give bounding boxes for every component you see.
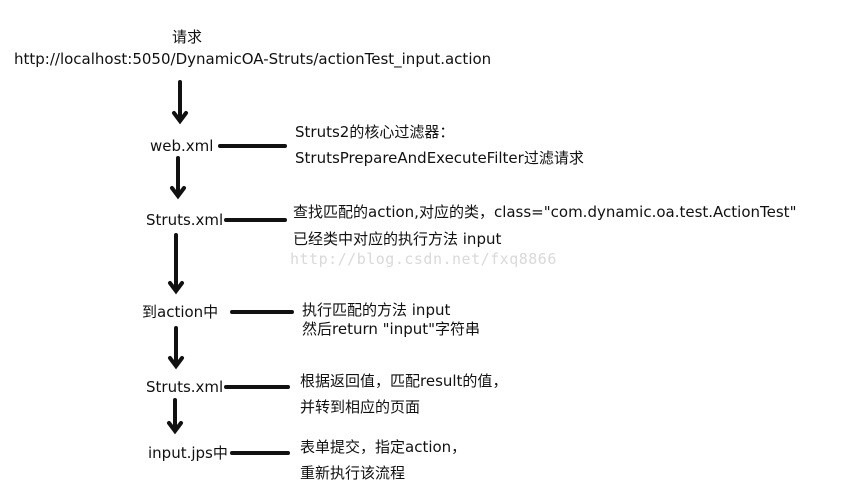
step-5-desc-line-2: 重新执行该流程 (300, 464, 406, 482)
node-struts-xml: Struts.xml (146, 211, 224, 229)
request-label: 请求 (172, 28, 203, 46)
request-url: http://localhost:5050/DynamicOA-Struts/a… (14, 50, 492, 68)
step-3-desc-line-2: 然后return "input"字符串 (302, 320, 481, 338)
step-1-desc-line-2: StrutsPrepareAndExecuteFilter过滤请求 (295, 149, 584, 167)
step-3-desc-line-1: 执行匹配的方法 input (302, 301, 451, 319)
down-arrow-1 (172, 80, 188, 125)
step-2-desc-line-2: 已经类中对应的执行方法 input (293, 230, 502, 248)
down-arrow-5 (167, 398, 183, 435)
step-4-desc-line-1: 根据返回值，匹配result的值， (300, 372, 508, 390)
node-input-jsp: input.jps中 (148, 444, 228, 462)
watermark: http://blog.csdn.net/fxq8866 (290, 250, 557, 268)
node-action: 到action中 (142, 303, 219, 321)
step-2-desc-line-1: 查找匹配的action,对应的类，class="com.dynamic.oa.t… (293, 203, 797, 221)
down-arrow-2 (170, 156, 186, 200)
down-arrow-4 (168, 326, 184, 370)
step-1-desc-line-1: Struts2的核心过滤器： (295, 123, 455, 141)
step-5-desc-line-1: 表单提交，指定action， (300, 438, 467, 456)
node-web-xml: web.xml (150, 137, 214, 155)
node-struts-xml-result: Struts.xml (146, 378, 224, 396)
step-4-desc-line-2: 并转到相应的页面 (300, 398, 421, 416)
down-arrow-3 (168, 233, 184, 295)
